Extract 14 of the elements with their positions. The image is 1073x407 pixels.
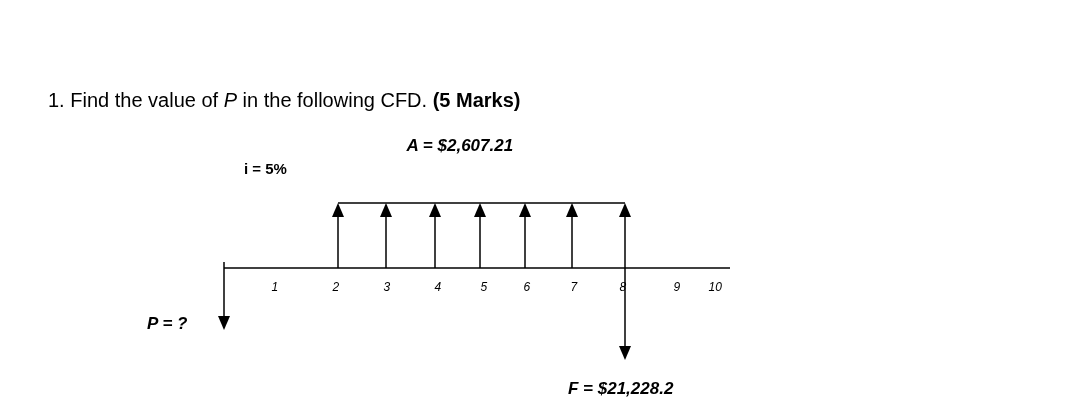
period-number: 2	[332, 281, 340, 293]
future-value-label: F = $21,228.2	[568, 380, 674, 397]
interest-rate-label: i = 5%	[244, 161, 287, 176]
period-number: 7	[570, 281, 578, 293]
period-number: 9	[673, 281, 681, 293]
period-number: 3	[383, 281, 391, 293]
period-number: 4	[434, 281, 442, 293]
period-number: 1	[271, 281, 279, 293]
question-text: 1. Find the value of P in the following CFD. (5 Marks)	[48, 90, 521, 110]
present-value-label: P = ?	[147, 315, 188, 332]
annuity-label: A = $2,607.21	[406, 137, 514, 154]
period-number: 10	[708, 281, 722, 293]
period-number: 5	[480, 281, 488, 293]
period-number: 6	[523, 281, 531, 293]
